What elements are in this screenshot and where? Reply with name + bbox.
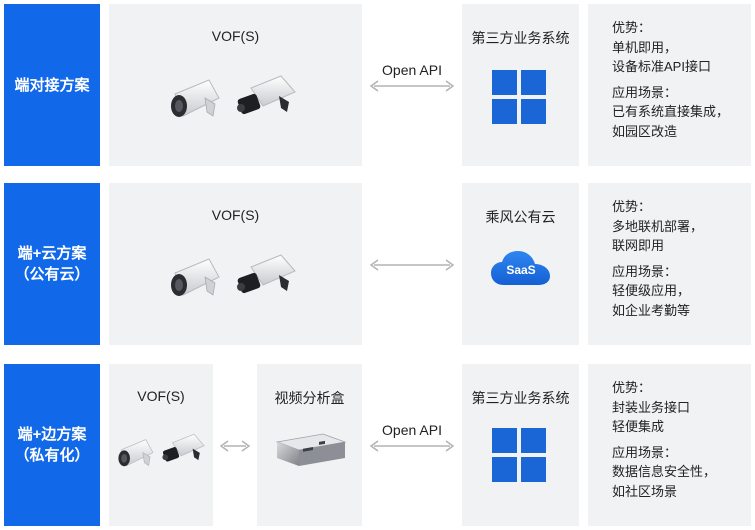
scenario-line: 如社区场景 (612, 483, 678, 499)
camera-white-icon (170, 258, 220, 297)
solution-label-edge: 端+边方案 （私有化） (4, 364, 100, 526)
device-panel: VOF(S) (109, 364, 213, 526)
camera-white-icon (118, 439, 154, 467)
device-title: VOF(S) (137, 388, 185, 404)
box-title: 视频分析盒 (274, 390, 345, 406)
scenario-title: 应用场景： (612, 444, 678, 460)
advantage-title: 优势： (612, 380, 652, 395)
device-title: VOF(S) (211, 207, 260, 223)
info-panel: 优势： 封装业务接口 轻便集成 应用场景： 数据信息安全性， 如社区场景 (588, 364, 751, 526)
scenario-title: 应用场景： (612, 263, 678, 279)
advantage-line: 单机即用， (612, 39, 678, 55)
camera-black-icon (236, 254, 296, 295)
target-system-panel: 第三方业务系统 (462, 4, 579, 166)
advantage-line: 联网即用 (612, 238, 665, 253)
advantage-line: 多地联机部署， (612, 218, 704, 234)
scenario-title: 应用场景： (612, 84, 678, 100)
double-arrow-icon (369, 80, 455, 92)
saas-cloud-icon: SaaS (490, 249, 552, 287)
advantage-title: 优势： (612, 20, 652, 35)
solution-label-line: （公有云） (14, 266, 90, 283)
connector-label: Open API (382, 422, 442, 438)
scenario-line: 数据信息安全性， (612, 464, 717, 479)
device-title: VOF(S) (211, 28, 260, 44)
advantage-title: 优势： (612, 199, 652, 214)
camera-white-icon (170, 79, 220, 118)
target-title: 第三方业务系统 (471, 390, 570, 406)
solution-label-line: 端+边方案 (17, 426, 87, 443)
camera-black-icon (236, 75, 296, 116)
device-panel: VOF(S) (109, 4, 362, 166)
target-title: 乘风公有云 (485, 209, 556, 225)
target-title: 第三方业务系统 (471, 30, 570, 46)
edge-box-panel: 视频分析盒 (257, 364, 362, 526)
windows-logo-icon (492, 70, 546, 124)
double-arrow-icon (369, 259, 455, 271)
advantage-line: 轻便集成 (612, 419, 665, 434)
target-system-panel: 第三方业务系统 (462, 364, 579, 526)
device-panel: VOF(S) (109, 183, 362, 345)
solution-label-line: 端对接方案 (14, 76, 90, 94)
camera-black-icon (161, 433, 205, 463)
saas-label: SaaS (506, 263, 536, 277)
solution-label-terminal-integration: 端对接方案 (4, 4, 100, 166)
scenario-line: 已有系统直接集成， (612, 104, 730, 119)
connector-label: Open API (382, 62, 442, 78)
solution-label-line: 端+云方案 (17, 245, 87, 262)
solution-label-line: （私有化） (14, 447, 90, 464)
windows-logo-icon (492, 428, 546, 482)
advantage-line: 封装业务接口 (612, 399, 691, 415)
video-analysis-box-icon (275, 433, 347, 466)
solution-label-cloud: 端+云方案 （公有云） (4, 183, 100, 345)
info-panel: 优势： 单机即用， 设备标准API接口 应用场景： 已有系统直接集成， 如园区改… (588, 4, 751, 166)
scenario-line: 如园区改造 (612, 123, 678, 139)
scenario-line: 轻便级应用， (612, 283, 691, 298)
cloud-panel: 乘风公有云 SaaS (462, 183, 579, 345)
advantage-line: 设备标准API接口 (612, 59, 711, 74)
double-arrow-icon (219, 440, 251, 452)
scenario-line: 如企业考勤等 (612, 302, 691, 318)
double-arrow-icon (369, 440, 455, 452)
info-panel: 优势： 多地联机部署， 联网即用 应用场景： 轻便级应用， 如企业考勤等 (588, 183, 751, 345)
